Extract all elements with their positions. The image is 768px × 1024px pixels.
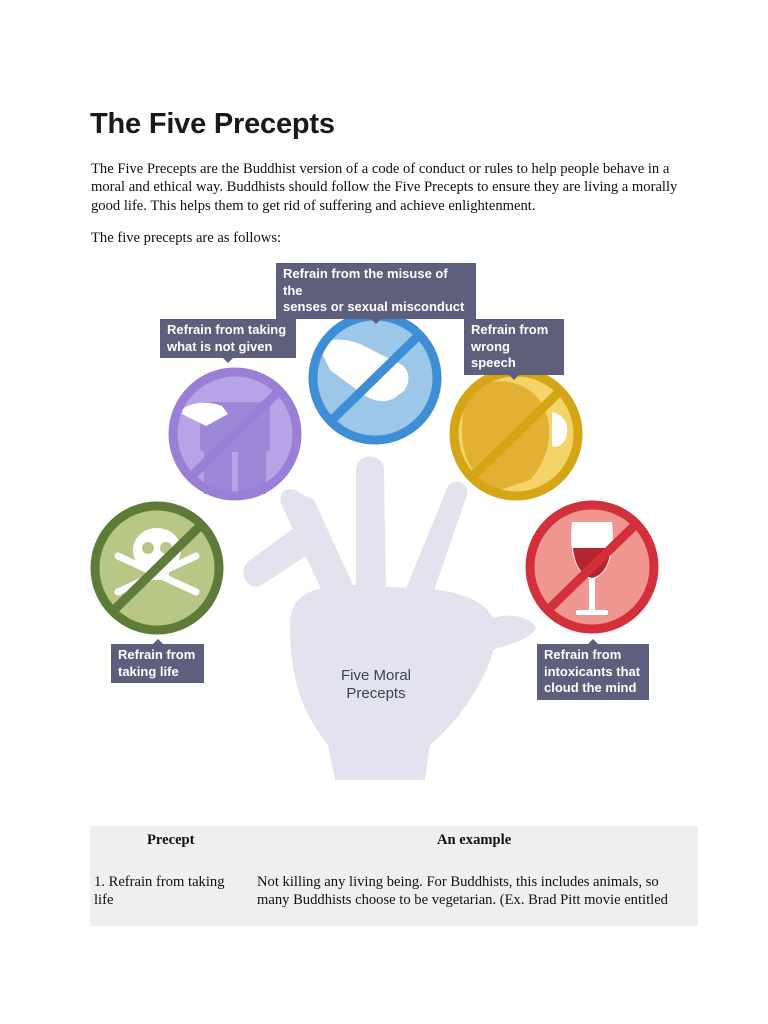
label-line: Refrain from the misuse of the: [283, 266, 448, 298]
hand-icon: [243, 456, 536, 780]
table-cell-example: Not killing any living being. For Buddhi…: [257, 873, 693, 910]
senses-prohibition-icon: [308, 311, 442, 445]
table-header-example: An example: [437, 832, 512, 848]
label-misuse-of-senses: Refrain from the misuse of the senses or…: [276, 263, 476, 323]
label-line: senses or sexual misconduct: [283, 299, 465, 314]
table-cell-precept: 1. Refrain from taking life: [94, 873, 244, 910]
label-line: Refrain from: [118, 647, 196, 662]
label-line: Refrain from taking: [167, 322, 287, 337]
label-line: taking life: [118, 663, 179, 679]
stealing-prohibition-icon: [168, 367, 302, 501]
label-line: Refrain from: [471, 322, 549, 337]
speech-prohibition-icon: [449, 367, 583, 501]
cell-line: Not killing any living being. For Buddhi…: [257, 874, 659, 890]
label-line: Refrain from: [544, 647, 622, 662]
taking-life-prohibition-icon: [90, 501, 224, 635]
intro-paragraph: The Five Precepts are the Buddhist versi…: [91, 161, 678, 214]
label-intoxicants: Refrain from intoxicants that cloud the …: [537, 639, 649, 700]
lead-paragraph: The five precepts are as follows:: [91, 230, 282, 246]
label-line: intoxicants that: [544, 663, 641, 679]
hand-label-line2: Precepts: [346, 685, 405, 702]
label-taking-life: Refrain from taking life: [111, 639, 204, 683]
five-precepts-infographic: Five Moral Precepts: [0, 255, 768, 795]
hand-label-line1: Five Moral: [341, 667, 411, 684]
infographic-graphic: Five Moral Precepts: [90, 311, 659, 780]
table-header-precept: Precept: [147, 832, 195, 848]
cell-line: many Buddhists choose to be vegetarian. …: [257, 892, 668, 909]
label-taking-what-is-not-given: Refrain from taking what is not given: [160, 319, 296, 363]
label-line: wrong speech: [471, 338, 516, 371]
label-line: cloud the mind: [544, 680, 637, 695]
intoxicants-prohibition-icon: [525, 500, 659, 634]
cell-line: life: [94, 892, 114, 909]
label-wrong-speech: Refrain from wrong speech: [464, 319, 564, 379]
label-line: what is not given: [167, 338, 273, 354]
page-title: The Five Precepts: [90, 108, 335, 140]
cell-line: 1. Refrain from taking: [94, 874, 225, 890]
precepts-table: [90, 826, 698, 926]
